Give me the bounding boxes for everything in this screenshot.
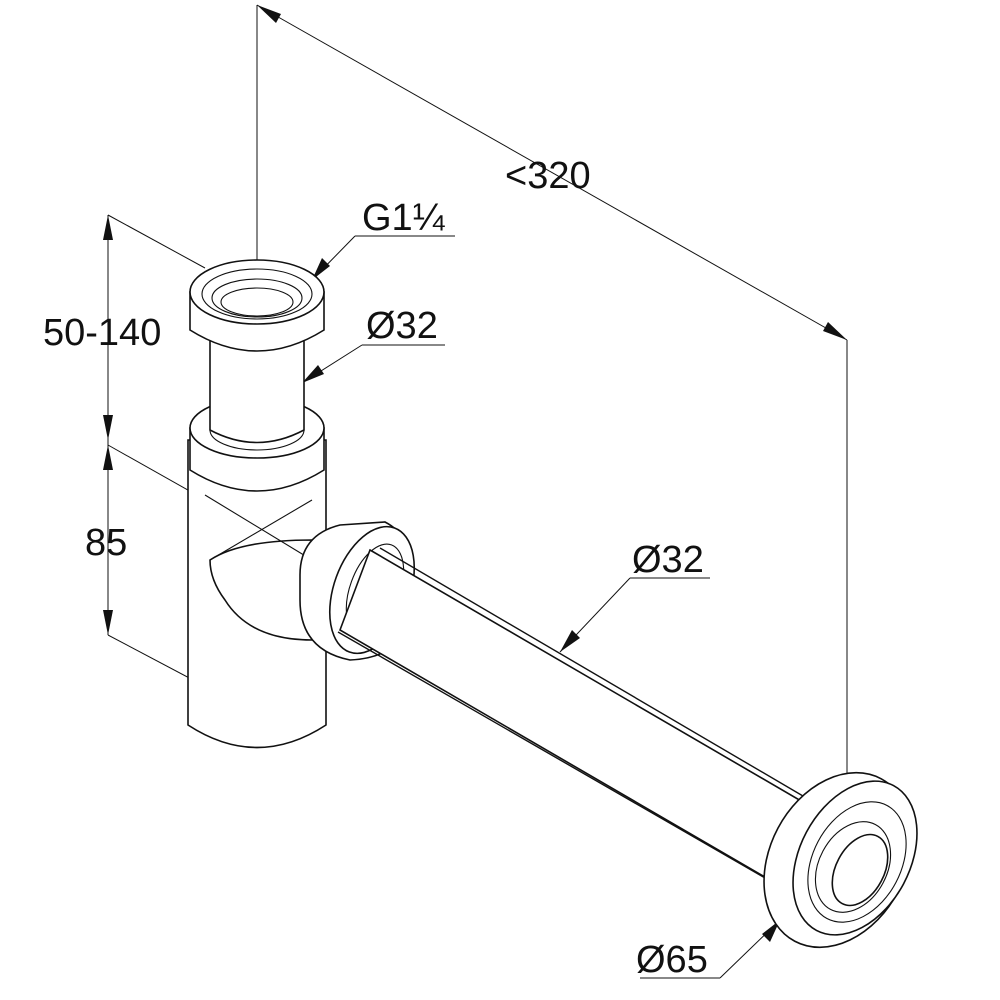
trap-height-label: 85 — [85, 522, 127, 564]
wall-rosette — [763, 771, 918, 949]
height-range-label: 50-140 — [43, 312, 161, 354]
inlet-diameter-label: Ø32 — [366, 305, 438, 347]
dimension-lines — [103, 4, 848, 979]
horizontal-pipe — [337, 547, 822, 883]
pipe-diameter-label: Ø32 — [632, 539, 704, 581]
thread-label: G1¼ — [362, 197, 446, 239]
total-length-label: <320 — [505, 155, 591, 197]
rosette-diameter-label: Ø65 — [636, 939, 708, 981]
